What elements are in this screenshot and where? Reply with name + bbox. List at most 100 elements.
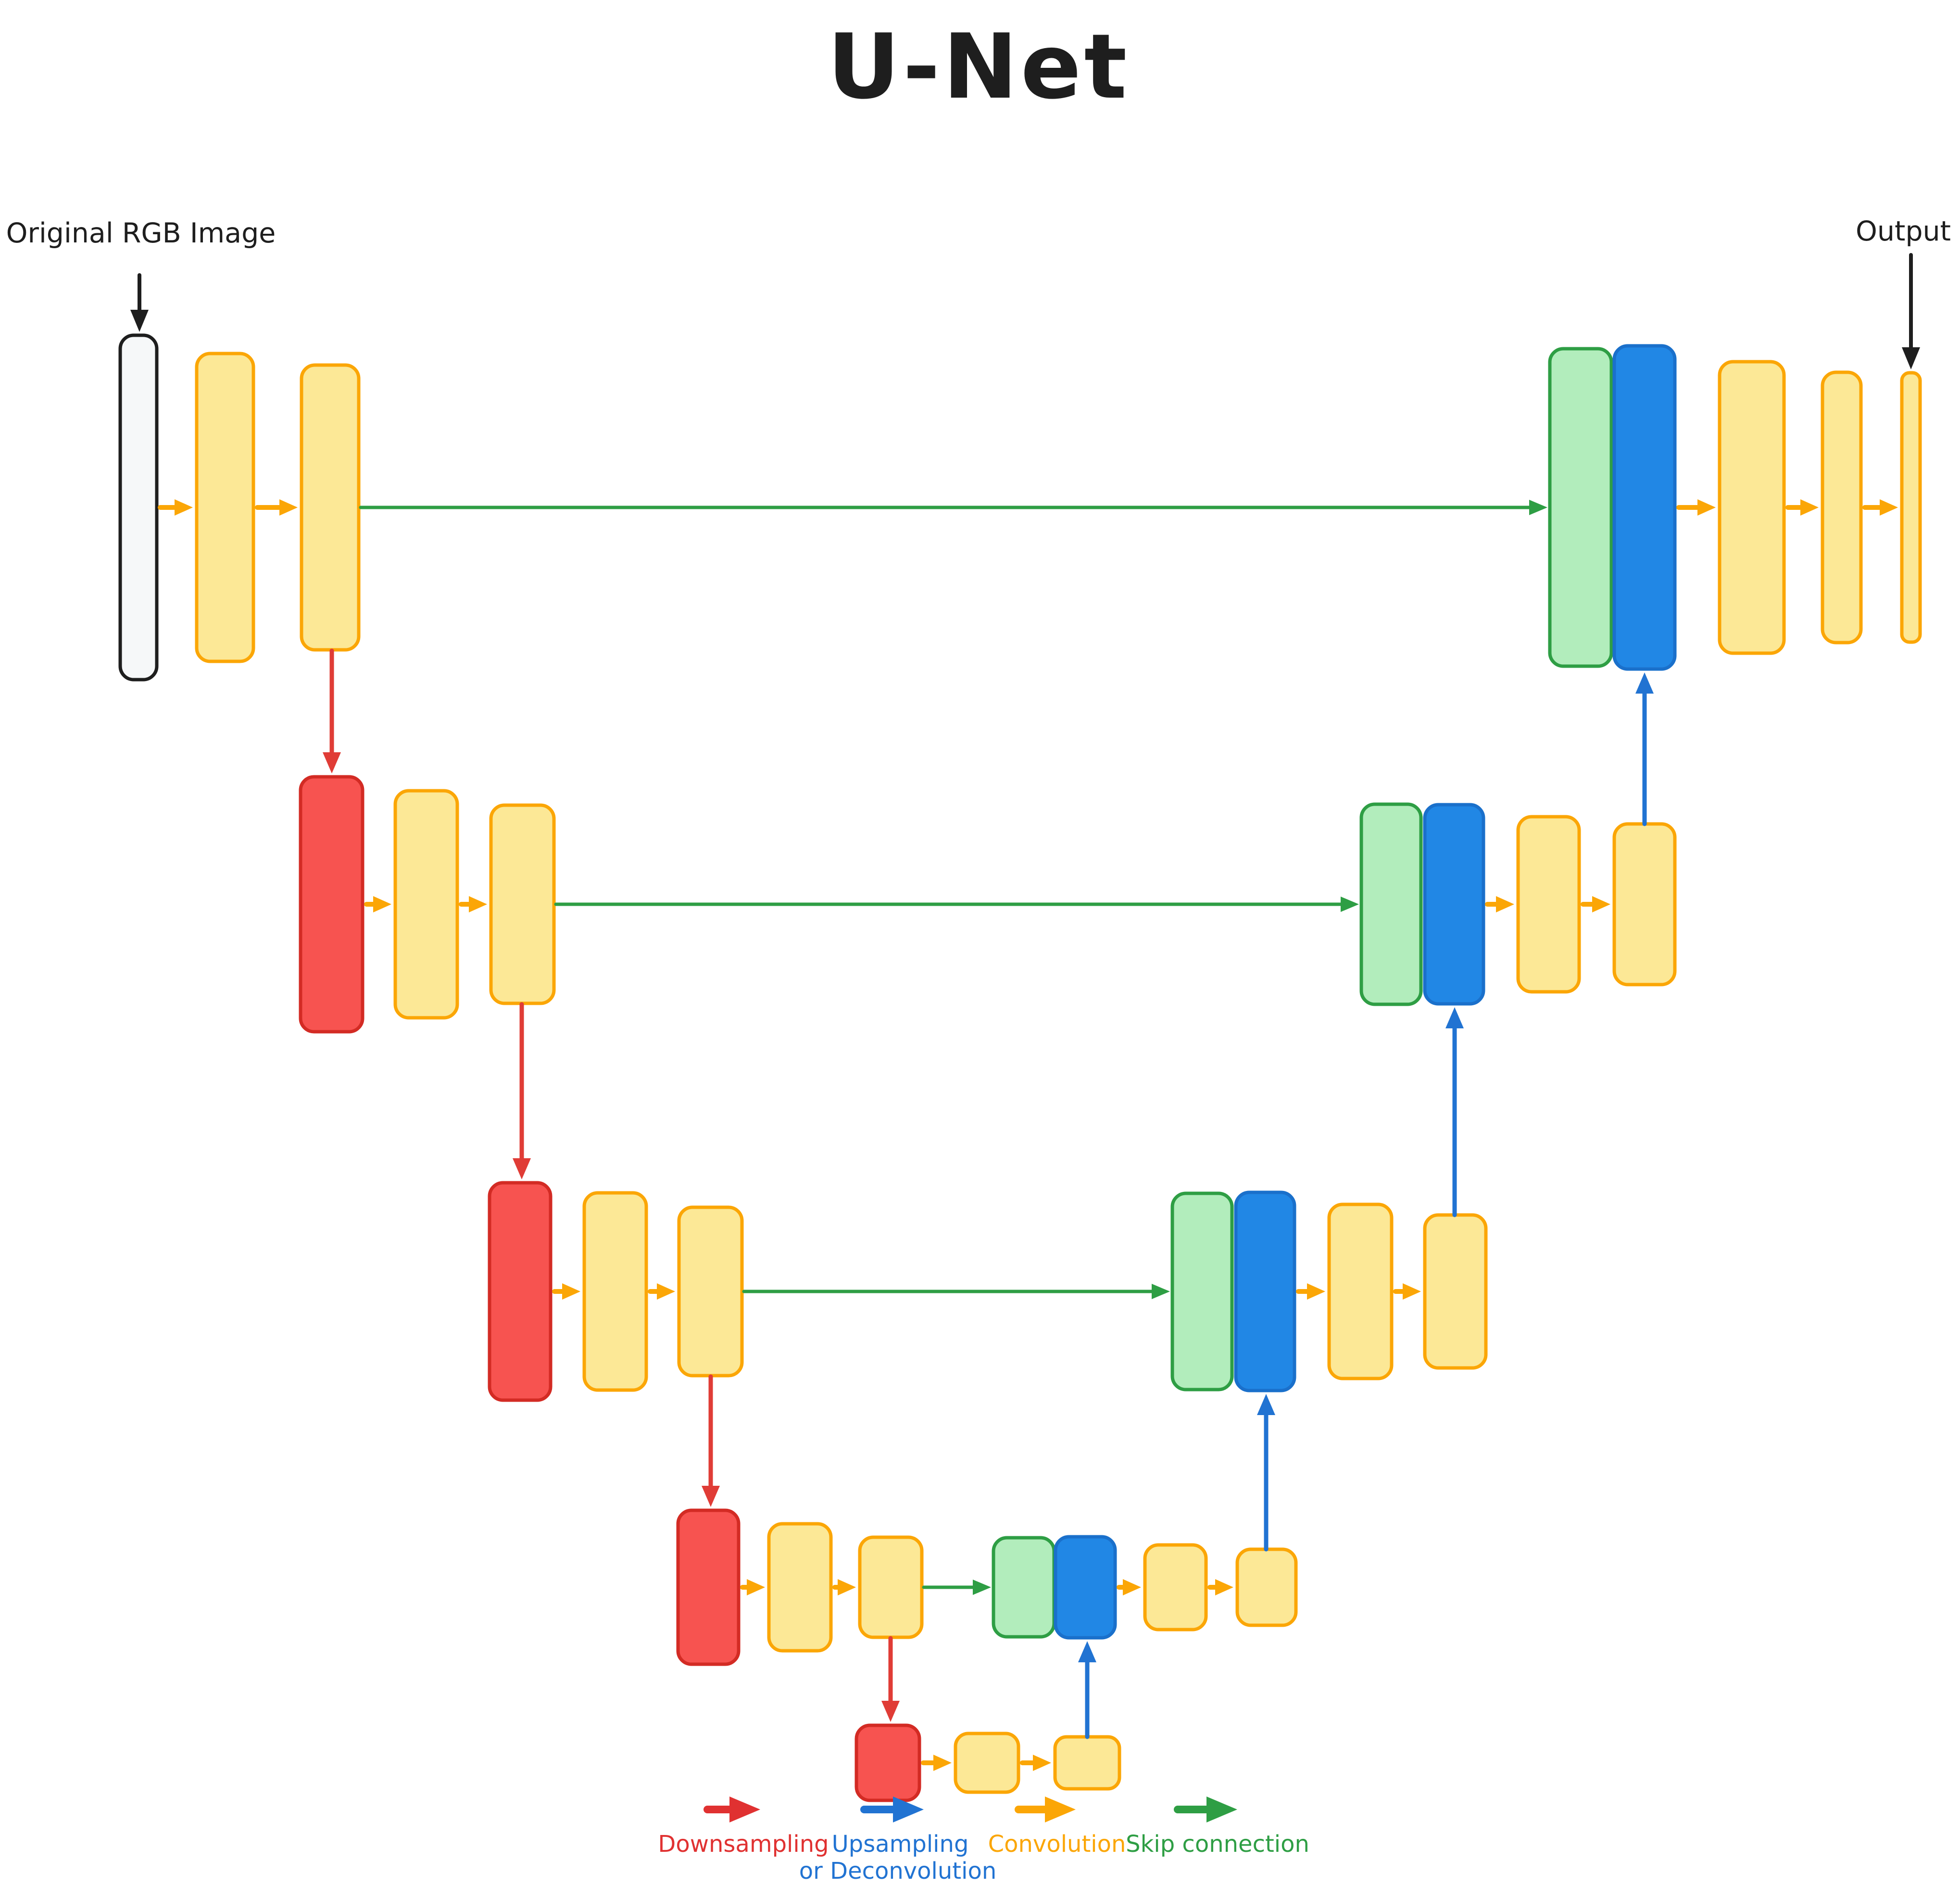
arrow-down-28-head [881, 1701, 900, 1722]
arrow-conv-19-head [933, 1755, 952, 1771]
arrow-conv-17 [1117, 1579, 1141, 1595]
arrow-conv-7-head [373, 896, 391, 912]
block-output-image [1900, 371, 1922, 644]
block-enc3-down [488, 1181, 553, 1402]
arrow-io-1 [1902, 253, 1920, 369]
arrow-skip-21 [359, 500, 1547, 515]
arrow-up-32 [1078, 1641, 1096, 1739]
block-dec3-conv1 [1327, 1202, 1394, 1380]
arrow-conv-20-head [1033, 1755, 1051, 1771]
arrow-conv-10 [1581, 896, 1610, 912]
arrow-down-26-head [513, 1158, 531, 1179]
block-dec2-upconv [1423, 803, 1485, 1006]
arrow-conv-3 [255, 499, 298, 516]
arrow-io-1-head [1902, 347, 1920, 369]
block-dec2-conv1 [1516, 815, 1581, 994]
arrow-skip-23-head [1152, 1284, 1170, 1299]
block-enc2-down [299, 775, 364, 1034]
block-dec3-concat [1170, 1191, 1234, 1392]
block-dec3-upconv [1234, 1190, 1296, 1392]
arrow-up-29 [1635, 672, 1654, 826]
input-label: Original RGB Image [6, 217, 276, 249]
arrow-skip-24 [922, 1580, 991, 1595]
legend-label-downsampling: Downsampling [658, 1831, 829, 1858]
arrow-skip-22-head [1341, 897, 1359, 912]
arrow-up-31 [1257, 1394, 1275, 1552]
arrow-conv-12 [648, 1283, 675, 1300]
arrow-conv-11 [552, 1283, 580, 1300]
legend-label-skip-connection: Skip connection [1126, 1831, 1309, 1858]
arrow-conv-4 [1676, 499, 1716, 516]
arrow-down-26 [513, 1002, 531, 1179]
legend-arrow-downsampling-head [729, 1796, 760, 1822]
arrow-up-30-head [1445, 1007, 1464, 1028]
block-enc3-conv2 [677, 1205, 744, 1378]
block-dec1-conv2 [1821, 370, 1863, 645]
arrow-up-32-head [1078, 1641, 1096, 1662]
arrow-up-29-head [1635, 672, 1654, 694]
arrow-down-28 [881, 1636, 900, 1722]
arrow-conv-20 [1020, 1755, 1051, 1771]
legend-arrow-skip-connection-head [1206, 1796, 1237, 1822]
block-dec2-conv2 [1612, 822, 1677, 987]
block-enc4-conv1 [767, 1522, 833, 1653]
legend-arrow-upsampling-head [893, 1796, 924, 1822]
legend-arrow-convolution [1015, 1796, 1076, 1822]
arrow-conv-18-head [1215, 1579, 1233, 1595]
block-enc2-conv2 [489, 803, 556, 1005]
arrow-down-27-head [702, 1486, 720, 1507]
arrow-conv-16 [832, 1579, 856, 1595]
arrow-skip-23 [742, 1284, 1170, 1299]
arrow-conv-14-head [1403, 1283, 1421, 1300]
legend-label-upsampling-line2: or Deconvolution [799, 1858, 997, 1885]
arrow-conv-6-head [1880, 499, 1898, 516]
arrow-conv-13-head [1307, 1283, 1325, 1300]
arrow-conv-16-head [838, 1579, 856, 1595]
arrow-conv-8 [459, 896, 487, 912]
block-enc2-conv1 [393, 789, 459, 1020]
block-dec4-conv1 [1143, 1543, 1208, 1632]
block-dec4-upconv [1054, 1535, 1117, 1640]
arrow-conv-15-head [747, 1579, 765, 1595]
legend-arrow-convolution-head [1045, 1796, 1076, 1822]
legend-arrow-skip-connection [1174, 1796, 1237, 1822]
arrow-conv-11-head [562, 1283, 580, 1300]
arrow-skip-21-head [1529, 500, 1547, 515]
arrow-up-30 [1445, 1007, 1464, 1217]
arrow-conv-13 [1296, 1283, 1325, 1300]
arrow-conv-2-head [175, 499, 193, 516]
arrow-conv-18 [1207, 1579, 1233, 1595]
arrow-conv-6 [1862, 499, 1898, 516]
arrow-down-27 [702, 1374, 720, 1507]
block-dec1-conv1 [1718, 360, 1786, 655]
block-dec2-concat [1359, 802, 1423, 1006]
block-dec4-conv2 [1235, 1547, 1298, 1627]
arrow-conv-9 [1485, 896, 1514, 912]
arrow-io-0 [130, 273, 149, 332]
arrow-conv-14 [1393, 1283, 1421, 1300]
arrow-down-25 [323, 648, 341, 773]
block-dec1-upconv [1612, 344, 1677, 671]
block-enc4-down [676, 1508, 741, 1666]
arrow-up-31-head [1257, 1394, 1275, 1415]
legend-arrow-downsampling [704, 1796, 760, 1822]
arrow-skip-24-head [973, 1580, 991, 1595]
arrow-down-25-head [323, 752, 341, 773]
arrow-conv-19 [921, 1755, 952, 1771]
page-title: U-Net [827, 14, 1130, 119]
legend-arrow-upsampling [860, 1796, 924, 1822]
arrow-conv-9-head [1496, 896, 1514, 912]
block-dec1-concat [1548, 347, 1613, 668]
arrow-skip-22 [554, 897, 1359, 912]
arrow-io-0-head [130, 310, 149, 332]
arrow-conv-3-head [279, 499, 298, 516]
arrow-conv-10-head [1592, 896, 1610, 912]
block-enc4-conv2 [858, 1535, 924, 1639]
arrow-conv-15 [740, 1579, 765, 1595]
block-bottleneck-conv2 [1053, 1735, 1121, 1791]
arrow-conv-5 [1785, 499, 1819, 516]
arrow-conv-7 [364, 896, 391, 912]
arrow-conv-2 [158, 499, 193, 516]
